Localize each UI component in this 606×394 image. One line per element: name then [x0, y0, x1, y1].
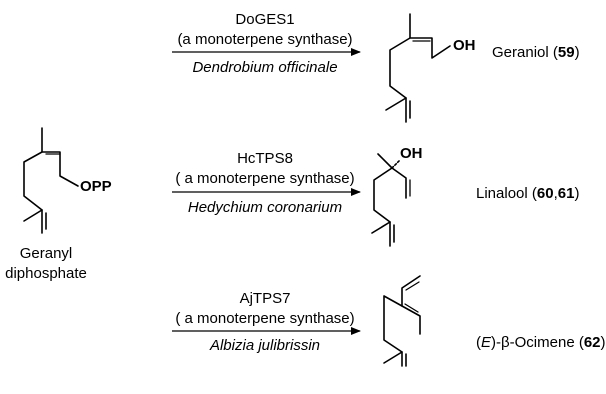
product-ref: 60 [537, 185, 554, 202]
enzyme-name: DoGES1 [235, 11, 294, 28]
product-oh-label: OH [400, 145, 423, 162]
enzyme-class: ( a monoterpene synthase) [175, 170, 354, 187]
enzyme-class: (a monoterpene synthase) [177, 31, 352, 48]
product-ref: 62 [584, 334, 601, 351]
product-oh-label: OH [453, 37, 476, 54]
product-ref: 61 [558, 185, 575, 202]
product-label: Geraniol (59) [492, 44, 580, 61]
enzyme-class: ( a monoterpene synthase) [175, 310, 354, 327]
product-name: Linalool [476, 185, 528, 202]
reaction-ocimene: AjTPS7 ( a monoterpene synthase) Albizia… [172, 275, 606, 367]
product-ref: 59 [558, 44, 575, 61]
substrate-name-line2: diphosphate [5, 265, 87, 282]
organism-name: Albizia julibrissin [209, 337, 320, 354]
substrate-opp-label: OPP [80, 178, 112, 195]
product-label: Linalool (60,61) [476, 185, 579, 202]
product-name: -β-Ocimene [496, 334, 575, 351]
product-stereo-prefix: E [481, 334, 492, 351]
enzyme-name: AjTPS7 [240, 290, 291, 307]
organism-name: Dendrobium officinale [192, 59, 337, 76]
enzyme-name: HcTPS8 [237, 150, 293, 167]
product-name: Geraniol [492, 44, 549, 61]
reaction-geraniol: DoGES1 (a monoterpene synthase) Dendrobi… [172, 11, 580, 123]
product-label: (E)-β-Ocimene (62) [476, 334, 606, 351]
substrate-name-line1: Geranyl [20, 245, 73, 262]
linalool-structure [371, 153, 411, 247]
geraniol-structure [385, 13, 451, 123]
geranyl-diphosphate-structure: OPP [23, 127, 112, 234]
reaction-linalool: HcTPS8 ( a monoterpene synthase) Hedychi… [172, 145, 579, 247]
organism-name: Hedychium coronarium [188, 199, 342, 216]
ocimene-structure [383, 275, 421, 367]
